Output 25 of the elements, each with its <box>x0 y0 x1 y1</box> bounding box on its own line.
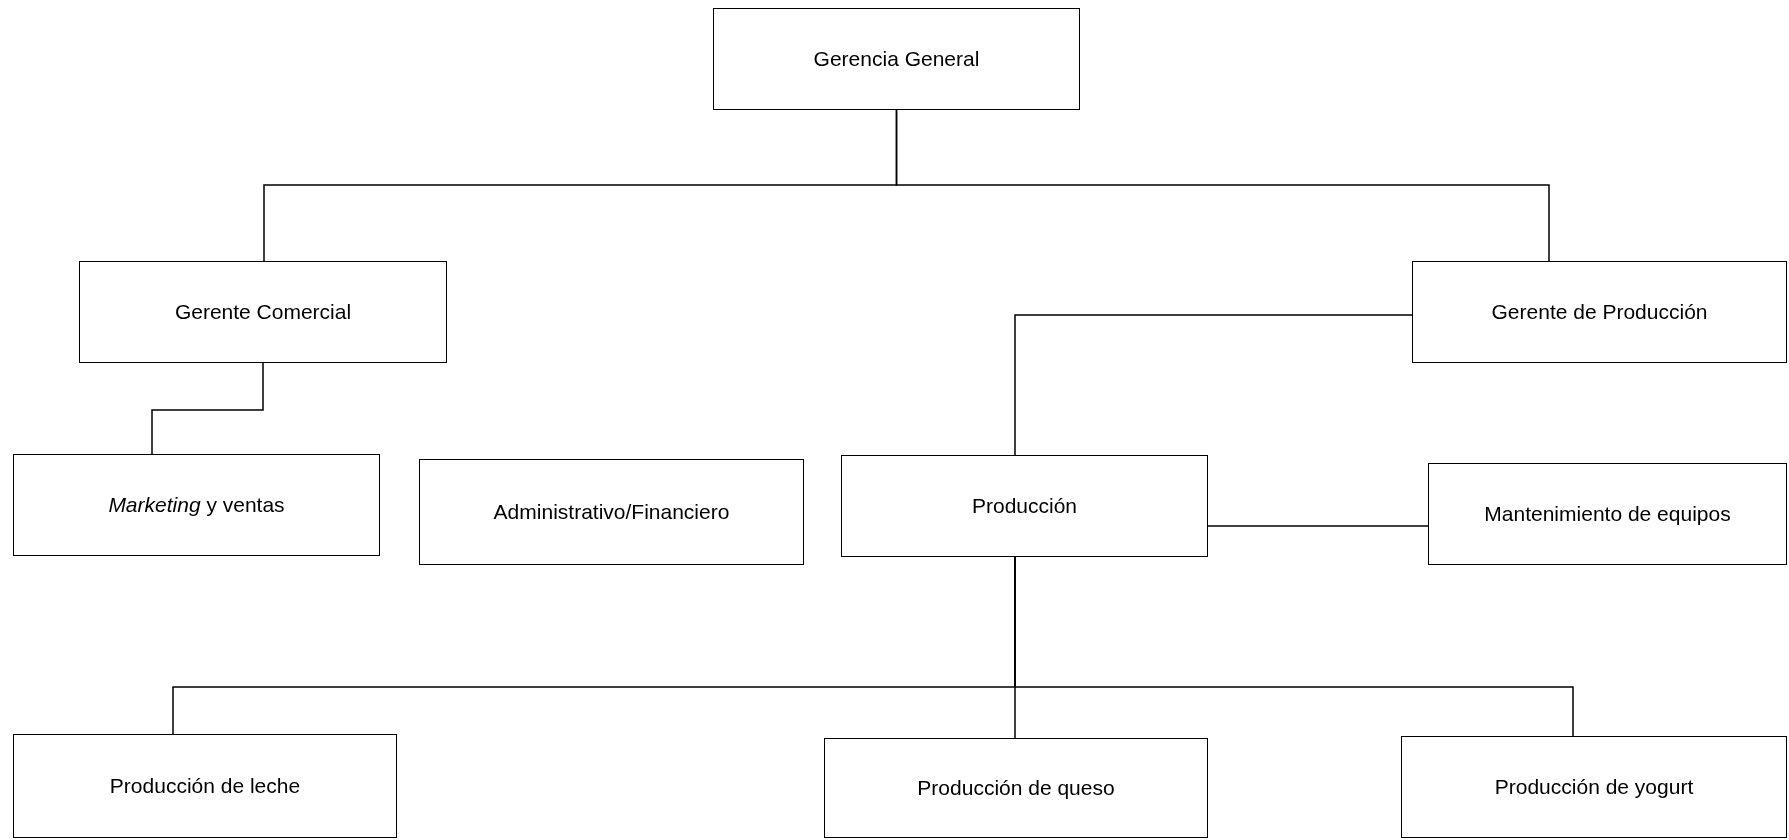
connector-line <box>1014 556 1574 737</box>
org-box <box>841 455 1208 557</box>
connector-line <box>1207 525 1429 527</box>
org-box <box>419 459 804 565</box>
box-label: Producción de leche <box>109 772 301 799</box>
box-label: Gerente Comercial <box>174 298 352 325</box>
box-label: Producción <box>971 492 1078 519</box>
box-label: Producción de yogurt <box>1494 773 1694 800</box>
org-box <box>713 8 1080 110</box>
org-box <box>1428 463 1787 565</box>
org-box <box>1401 736 1787 838</box>
connector-line <box>895 109 1550 262</box>
org-box <box>13 734 397 838</box>
org-box <box>824 738 1208 838</box>
org-box <box>79 261 447 363</box>
box-label: Mantenimiento de equipos <box>1484 500 1731 527</box>
box-label: Marketing y ventas <box>108 491 285 518</box>
box-label: Administrativo/Financiero <box>493 498 730 525</box>
box-label: Producción de queso <box>917 774 1115 801</box>
org-box <box>1412 261 1787 363</box>
box-label: Gerencia General <box>813 45 980 72</box>
connector-line <box>1014 314 1413 456</box>
connector-line <box>151 362 264 455</box>
org-box <box>13 454 380 556</box>
box-label: Gerente de Producción <box>1491 298 1708 325</box>
